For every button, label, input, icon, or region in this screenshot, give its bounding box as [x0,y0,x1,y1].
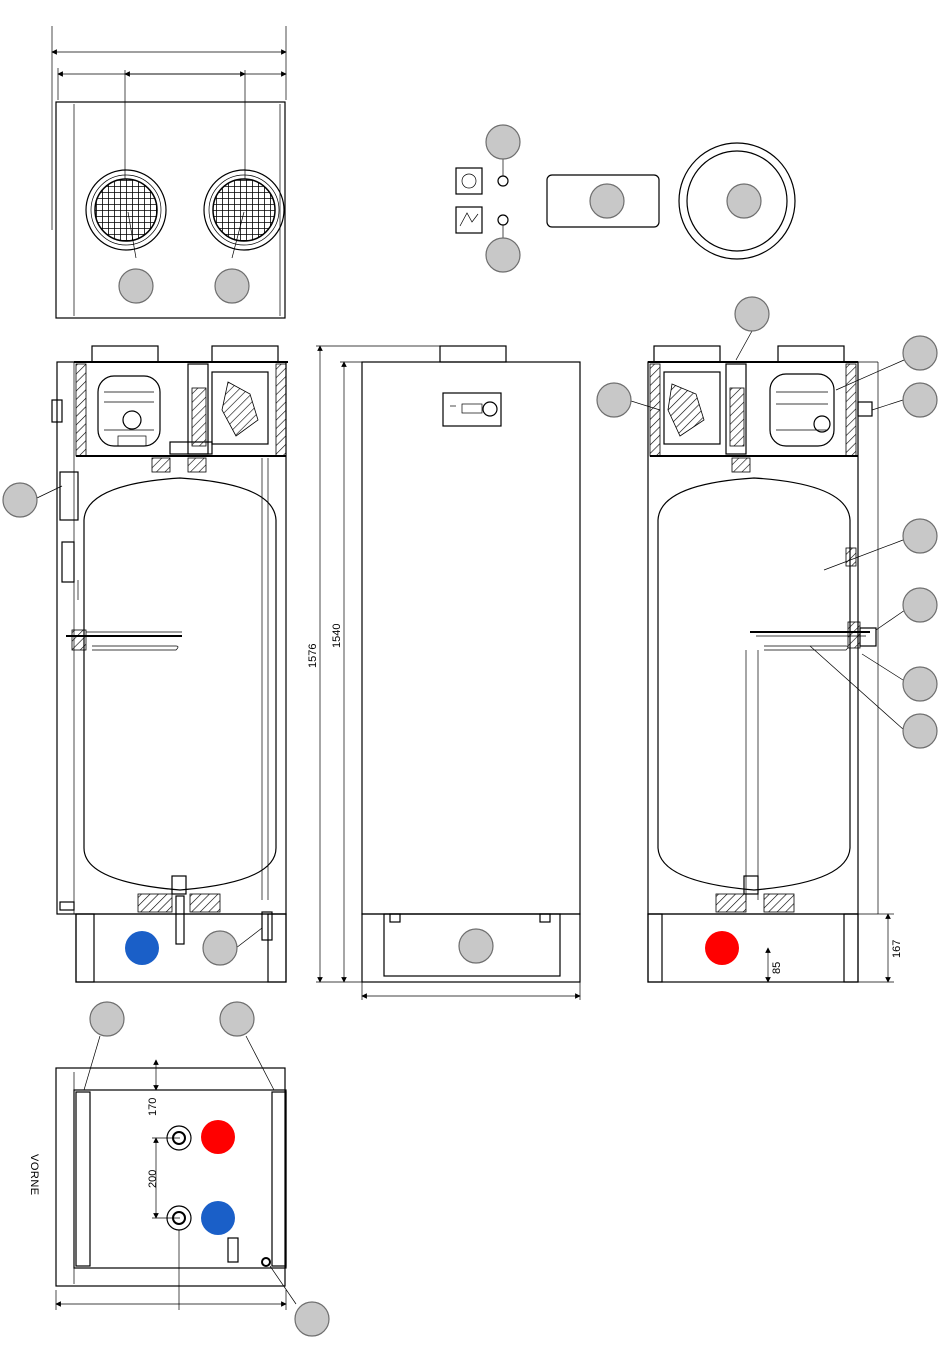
callout-marker [220,1002,254,1036]
pipe-spacing-dimension: 200 [147,1170,159,1188]
left-section-view [3,346,288,982]
right-section-view: 85 167 [597,297,937,982]
callout-marker [597,383,631,417]
cold-water-inlet [201,1201,235,1235]
callout-marker [295,1302,329,1336]
pipe-offset-dimension: 170 [147,1098,159,1116]
total-height-dimension: 1576 [307,644,319,668]
callout-marker [903,383,937,417]
hot-water-connection [705,931,739,965]
front-label: VORNE [28,1154,40,1196]
callout-marker [486,125,520,159]
callout-marker [903,714,937,748]
callout-marker [215,269,249,303]
callout-marker [3,483,37,517]
bottom-view: 170 200 VORNE [28,1002,329,1336]
callout-marker [735,297,769,331]
callout-marker [590,184,624,218]
callout-marker [903,667,937,701]
callout-marker [119,269,153,303]
callout-marker [903,588,937,622]
hot-water-outlet [201,1120,235,1154]
callout-marker [203,931,237,965]
callout-marker [459,929,493,963]
callout-marker [486,238,520,272]
base-height-dimension: 167 [891,940,903,958]
callout-marker [903,336,937,370]
control-panel-detail [456,125,795,272]
body-height-dimension: 1540 [331,624,343,648]
top-view [52,26,286,318]
callout-marker [727,184,761,218]
callout-marker [90,1002,124,1036]
callout-marker [903,519,937,553]
front-view: 1576 1540 [307,346,580,1000]
cold-water-connection [125,931,159,965]
connection-height-dimension: 85 [771,962,783,974]
